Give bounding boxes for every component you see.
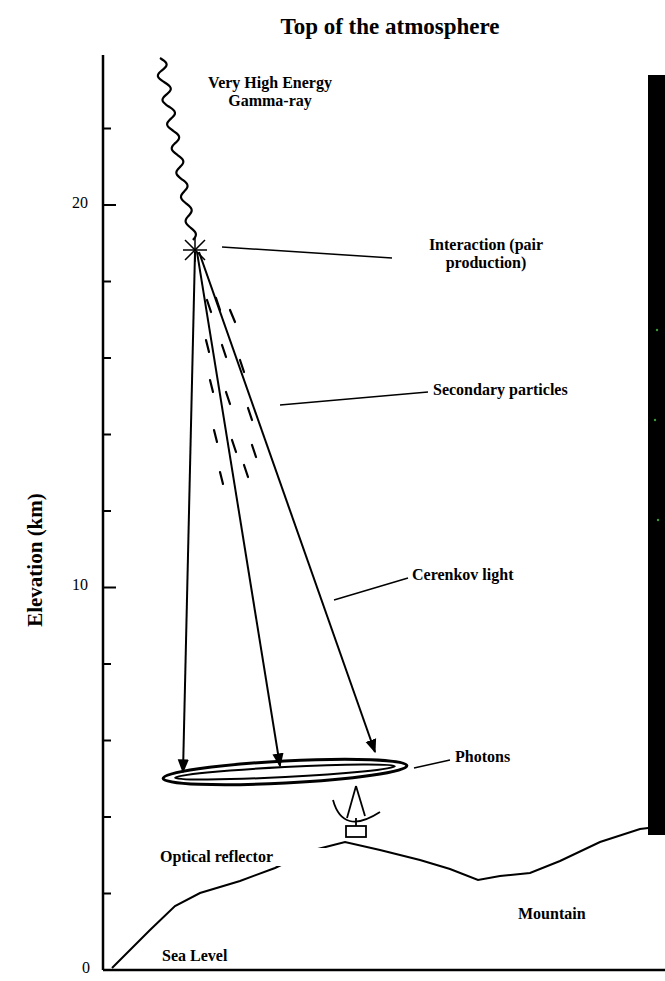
panel-dot	[656, 329, 658, 331]
axis-title: Elevation (km)	[23, 491, 47, 629]
panel-dot	[654, 419, 656, 421]
axis-ticks	[103, 129, 116, 971]
tick-value: 0	[66, 959, 92, 977]
secondary-particles-label: Secondary particles	[431, 381, 645, 399]
optical-reflector	[333, 786, 380, 837]
dark-panel	[648, 75, 665, 835]
tick-value: 20	[56, 194, 90, 212]
mountain-outline	[112, 826, 665, 968]
mountain-label: Mountain	[516, 905, 630, 923]
cerenkov-light-lines	[183, 252, 375, 772]
sea-level-line	[103, 969, 665, 972]
leader-lines	[222, 247, 450, 768]
elevation-axis	[102, 55, 105, 970]
secondary-particle-dashes	[206, 298, 256, 484]
optical-reflector-label: Optical reflector	[158, 848, 337, 866]
diagram-title: Top of the atmosphere	[200, 14, 580, 40]
gamma-ray-label: Very High Energy Gamma-ray	[188, 74, 352, 111]
photons-label: Photons	[453, 748, 577, 766]
photon-pool	[163, 755, 408, 790]
interaction-label: Interaction (pair production)	[394, 236, 578, 273]
tick-value: 10	[56, 576, 90, 594]
sea-level-label: Sea Level	[160, 947, 274, 965]
cerenkov-light-label: Cerenkov light	[410, 566, 594, 584]
panel-dot	[657, 519, 659, 521]
